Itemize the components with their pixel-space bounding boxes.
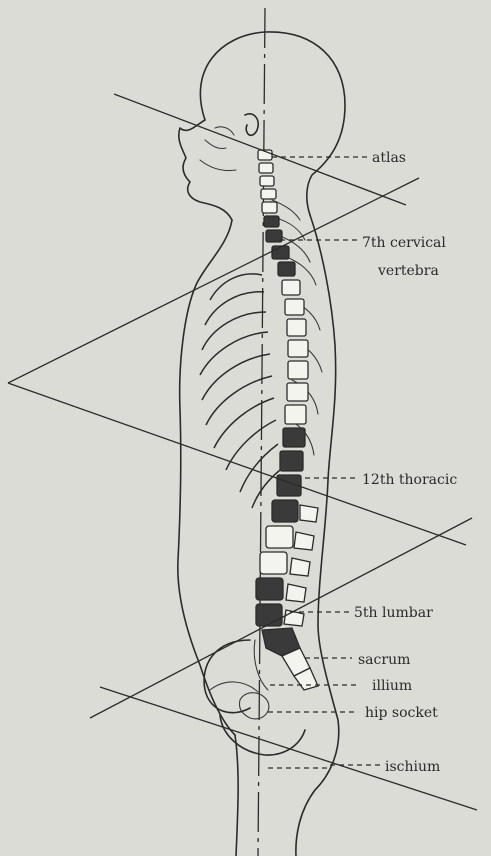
label-7th-cervical: 7th cervical (362, 235, 446, 251)
label-vertebra: vertebra (377, 263, 439, 279)
jaw-line (205, 140, 226, 149)
label-ilium: illium (372, 678, 412, 694)
plumb-line (258, 8, 265, 856)
front-leg-outline (235, 735, 238, 856)
lower-oblique-line (8, 383, 466, 545)
label-5th-lumbar: 5th lumbar (354, 605, 433, 621)
ear (245, 114, 258, 136)
mandible (200, 160, 236, 171)
label-atlas: atlas (372, 150, 406, 166)
label-ischium: ischium (385, 759, 440, 775)
head-outline (200, 32, 345, 215)
label-sacrum: sacrum (358, 652, 410, 668)
rib-cage (200, 274, 280, 508)
head-line (114, 94, 406, 205)
upper-oblique-line (8, 178, 419, 383)
label-12th-thoracic: 12th thoracic (362, 472, 457, 488)
label-hip-socket: hip socket (365, 705, 438, 721)
hip-socket (239, 693, 268, 719)
vertebral-column (256, 150, 318, 690)
